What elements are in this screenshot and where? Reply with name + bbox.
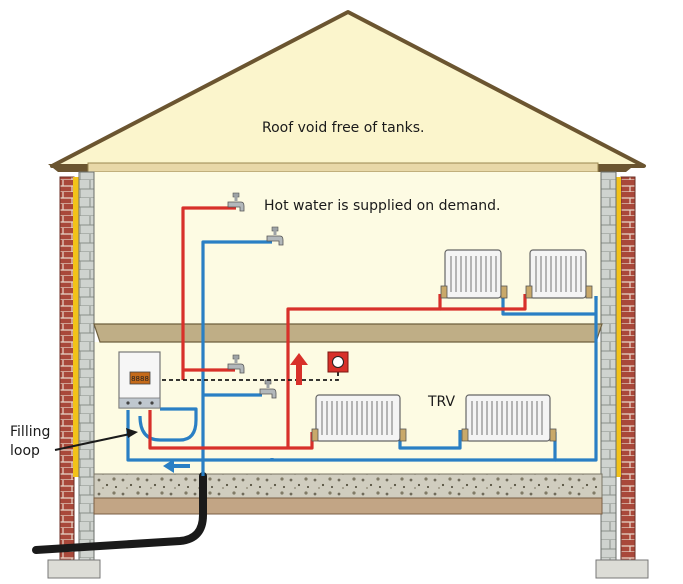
radiators [311,249,593,442]
roof-void [50,10,646,168]
radiator-icon [525,249,593,299]
trv-label: TRV [428,394,456,410]
thermostat-icon [327,351,349,373]
flow-arrow-icon [290,353,308,385]
block-wall-right [600,171,617,561]
insulation-left [73,177,79,477]
hot-water-label: Hot water is supplied on demand. [264,198,501,214]
mains-supply-pipe [32,472,207,554]
upper-room [94,172,602,324]
filling-loop-label: Filling loop [10,423,70,461]
filling-loop-pointer-icon [54,433,131,451]
brick-wall-left [59,176,75,561]
boiler-icon: 8888 [118,351,161,409]
svg-text:8888: 8888 [131,375,149,383]
roof-void-label: Roof void free of tanks. [262,120,425,136]
roof-eaves-right [596,164,636,172]
sub-floor-joist [93,497,603,515]
filling-loop-label-line2: loop [10,443,40,459]
radiator-icon [461,394,557,442]
radiator-icon [311,394,407,442]
thermostat-wire-drop [330,372,339,381]
roof-eaves-left [48,164,88,172]
radiator-icon [440,249,508,299]
insulation-right [615,177,621,477]
intermediate-floor [93,323,603,343]
footing-right [595,559,649,579]
ground-floor-slab [93,473,603,499]
footing-left [47,559,101,579]
filling-loop-label-line1: Filling [10,424,51,440]
flow-arrow-icon [163,459,190,473]
brick-wall-right [620,176,636,561]
block-wall-left [78,171,95,561]
ceiling-board [87,162,599,173]
